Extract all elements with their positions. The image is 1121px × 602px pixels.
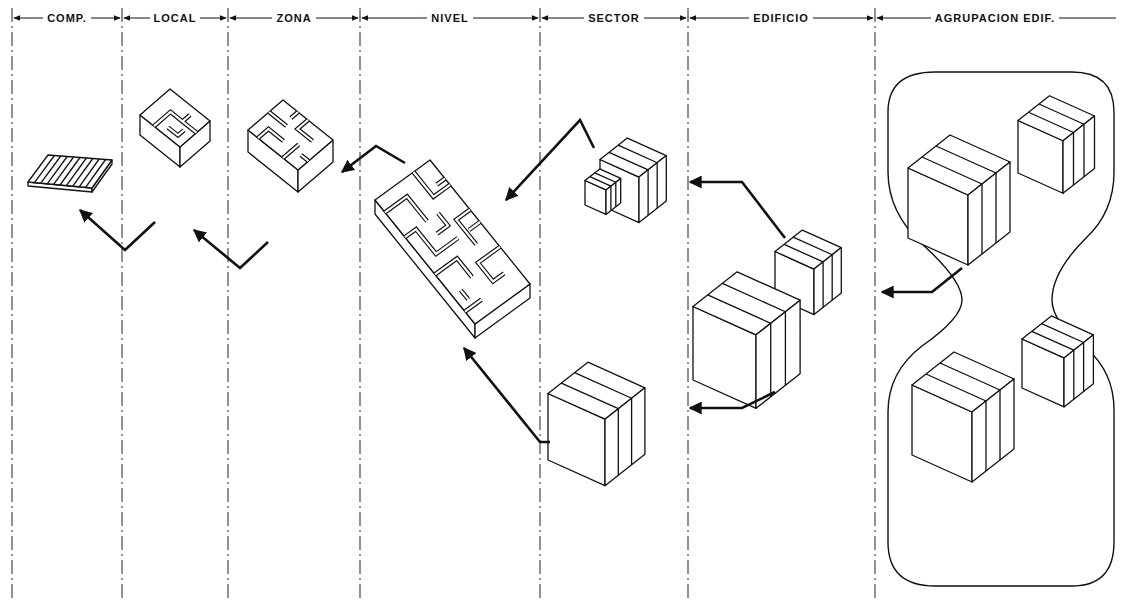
maze-walls [375,160,520,312]
flow-arrow [80,210,155,250]
flow-arrow [690,182,785,238]
building-block [908,135,1010,265]
block-face [375,160,530,324]
building-block [1022,316,1093,407]
group-outline [888,72,1114,586]
column-label: SECTOR [584,11,644,25]
building-block [1018,96,1095,194]
column-label: NIVEL [427,11,472,25]
divider-line [540,8,541,600]
flow-arrow [690,392,775,408]
column-label: LOCAL [150,11,201,25]
divider-line [875,8,876,600]
column-dividers [12,8,875,600]
column-label: ZONA [272,11,315,25]
level-block [375,160,530,338]
building-block [912,352,1014,482]
column-label: COMP. [43,11,91,25]
flow-arrow [882,268,962,292]
divider-line [228,8,229,600]
divider-line [688,8,689,600]
maze-walls [248,100,333,170]
room-block [140,89,210,167]
sector-block [548,362,645,486]
block-face [248,100,333,170]
partition-walls [154,105,204,147]
block-face [140,89,210,147]
partition-walls [154,105,204,147]
column-label: EDIFICIO [749,11,813,25]
slab-face [28,155,112,188]
column-label: AGRUPACION EDIF. [931,11,1059,25]
sector-block [585,169,621,215]
flow-arrow [194,230,268,268]
divider-line [360,8,361,600]
divider-line [12,8,13,600]
divider-line [122,8,123,600]
building-block [693,272,800,409]
maze-walls [248,100,333,170]
flow-arrow [506,120,594,200]
slab-stripe [86,160,106,188]
flow-arrow [342,146,405,172]
component-slab [28,155,112,192]
flow-arrow [464,348,550,442]
maze-walls [375,160,520,312]
flow-arrows [80,120,962,442]
zone-block [248,100,333,192]
